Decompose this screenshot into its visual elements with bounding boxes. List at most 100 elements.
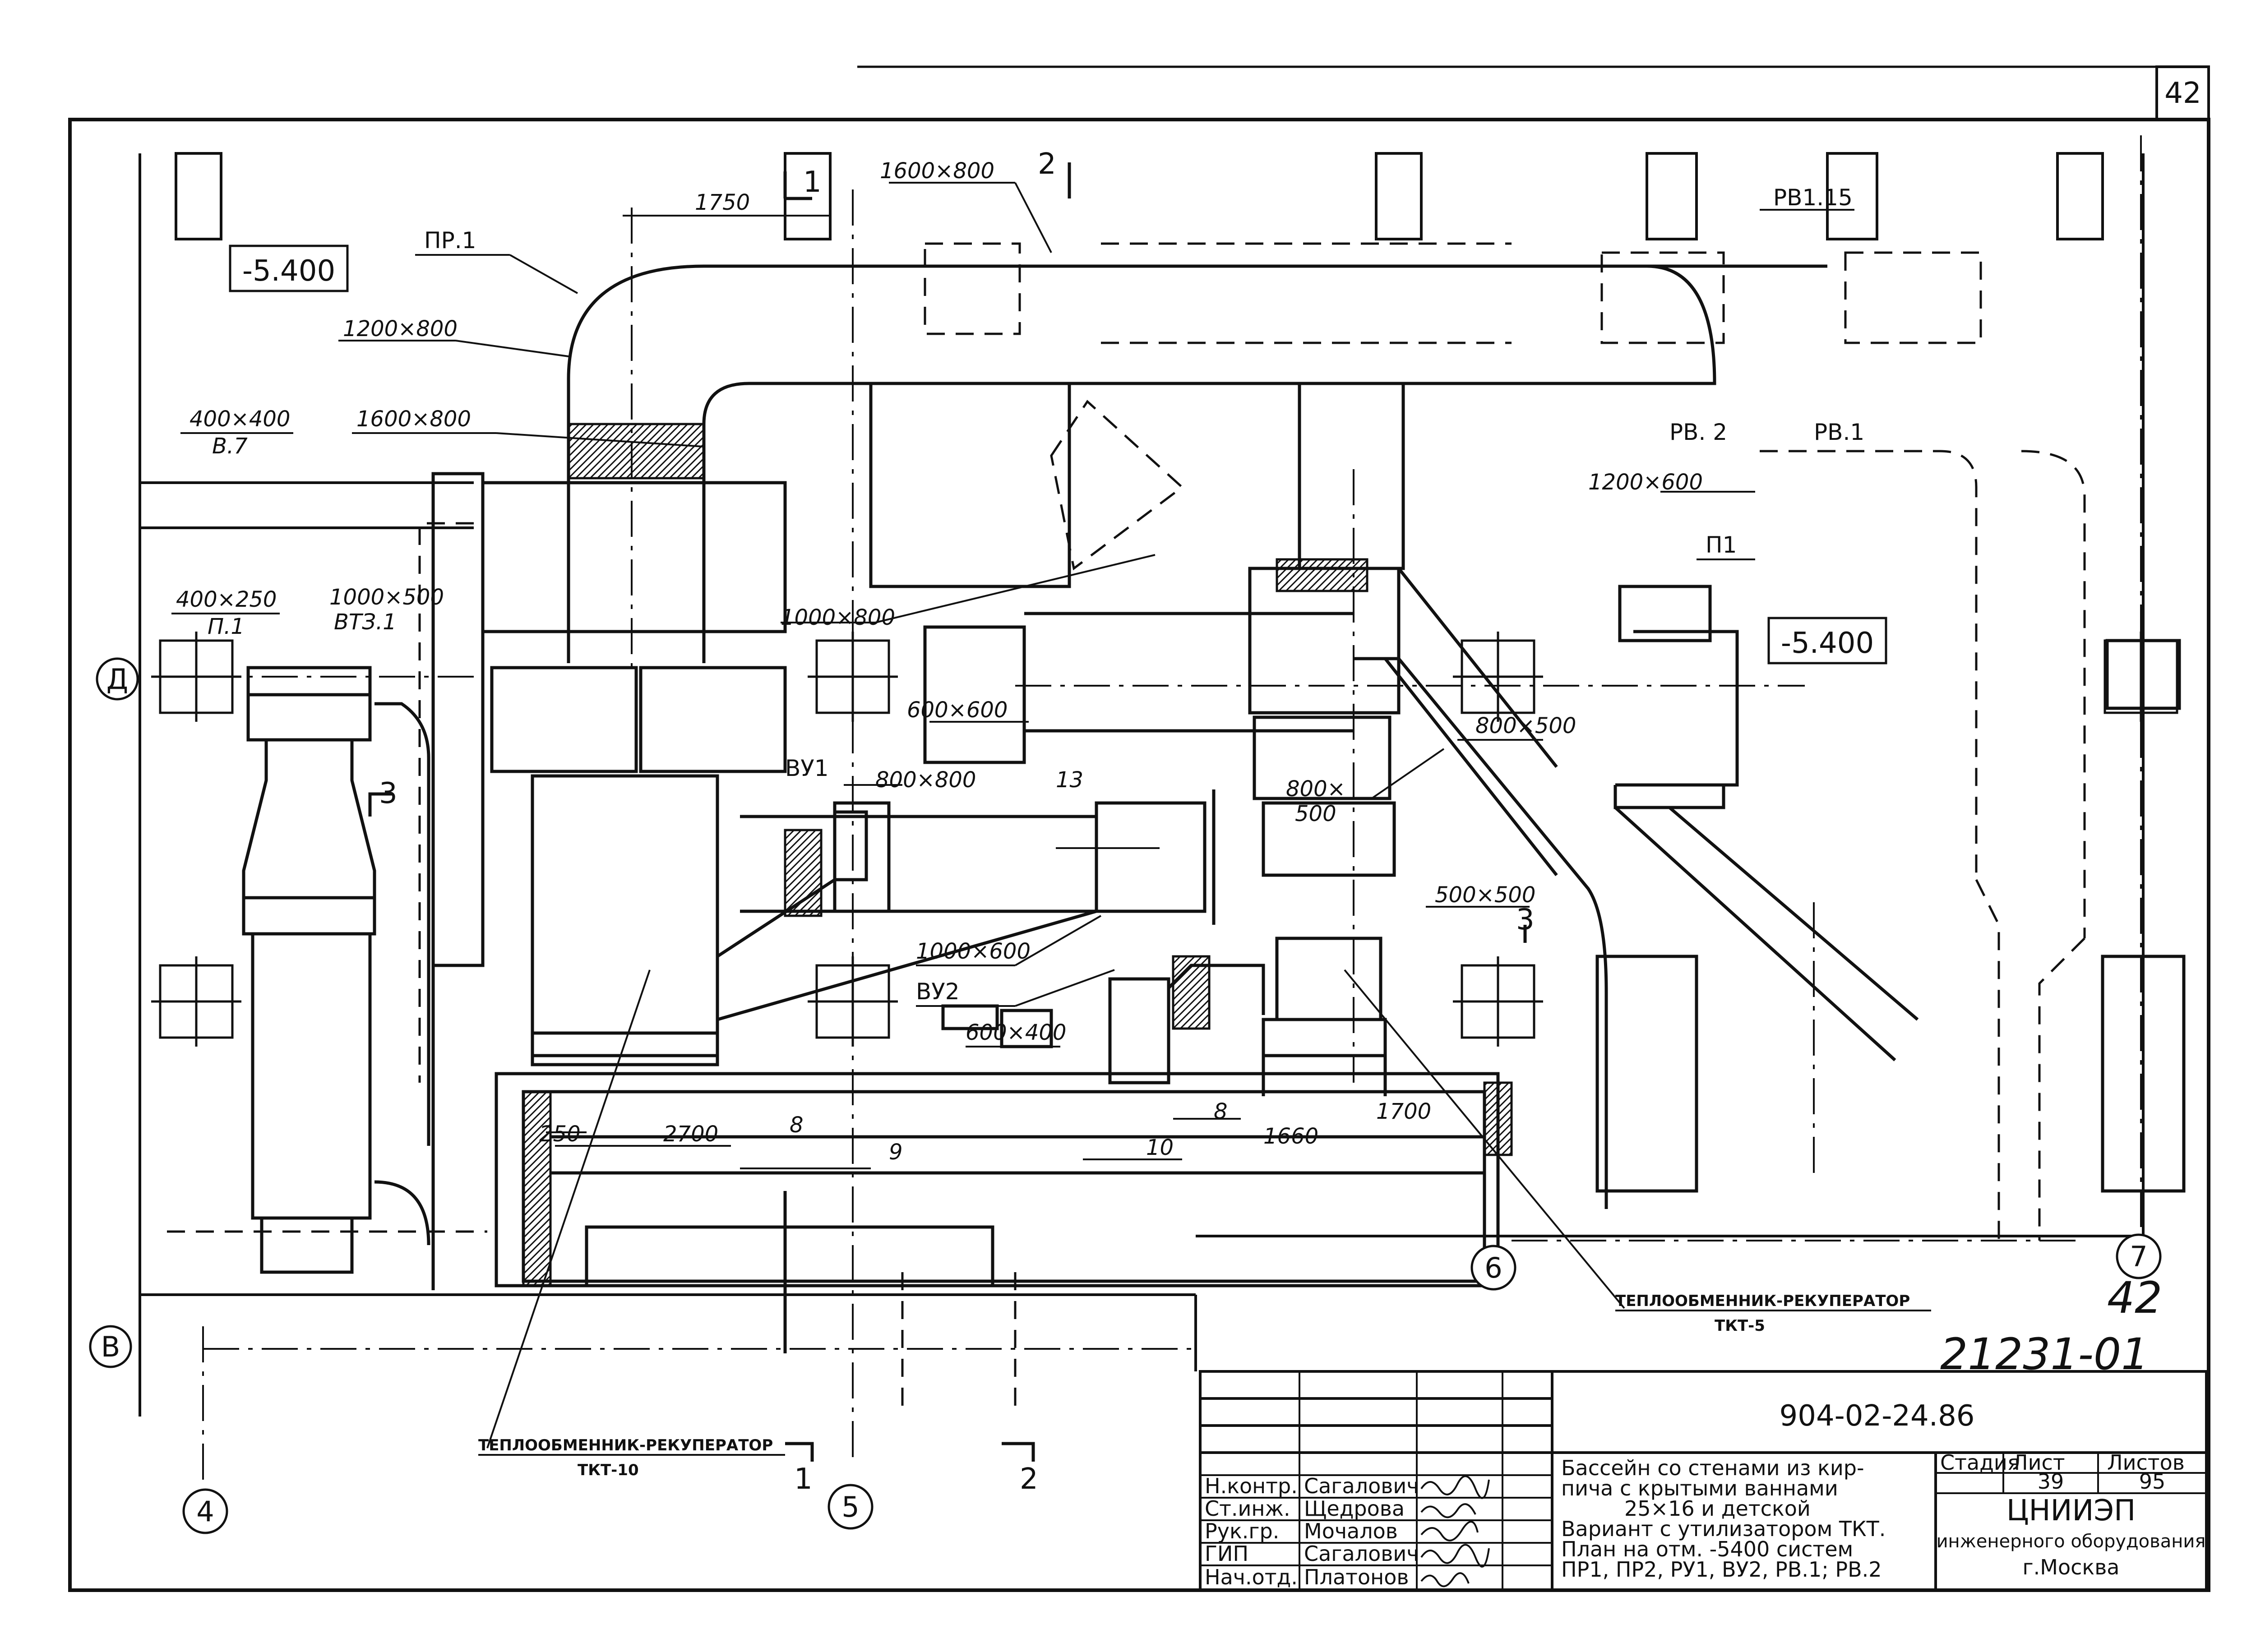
item-number-8b: 8 xyxy=(1214,1099,1228,1124)
org-name-2: инженерного оборудования xyxy=(1937,1531,2206,1552)
duct-size-800x500-right: 800×500 xyxy=(1475,713,1576,738)
dim-1750: 1750 xyxy=(695,190,750,215)
org-name-3: г.Москва xyxy=(2023,1555,2120,1579)
grid-axis-5: 5 xyxy=(841,1490,859,1523)
sheet-info: Стадия Лист Листов 39 95 ЦНИИЭП инженерн… xyxy=(1937,1450,2206,1579)
signatures xyxy=(1420,1475,1490,1587)
description-line-5: План на отм. -5400 систем xyxy=(1561,1537,1853,1561)
duct-size-400x400: 400×400 xyxy=(190,406,290,432)
dim-1700: 1700 xyxy=(1376,1099,1431,1124)
document-code: 904-02-24.86 xyxy=(1780,1399,1975,1433)
section-mark-2-top: 2 xyxy=(1038,148,1056,181)
leader-lines xyxy=(171,182,1854,1449)
system-label-rv2: РВ. 2 xyxy=(1669,419,1727,445)
hidden-ducts xyxy=(167,242,2086,1417)
duct-size-1600x800-mid: 1600×800 xyxy=(356,406,471,432)
duct-size-400x250: 400×250 xyxy=(176,587,277,612)
item-number-10: 10 xyxy=(1146,1135,1174,1160)
corner-number: 42 xyxy=(2164,77,2201,110)
grid-axis-6: 6 xyxy=(1484,1251,1502,1284)
stage-header: Стадия xyxy=(1940,1450,2020,1475)
system-label-v7: В.7 xyxy=(212,434,248,459)
system-label-rv1: РВ.1 xyxy=(1814,419,1864,445)
item-number-8a: 8 xyxy=(790,1112,804,1138)
flexible-connectors xyxy=(522,423,1513,1287)
dim-1660: 1660 xyxy=(1263,1124,1318,1149)
section-mark-3-right: 3 xyxy=(1516,903,1535,937)
duct-labels: 1750 1600×800 ПР.1 1200×800 400×400 В.7 … xyxy=(176,158,1864,1165)
note-tkt5-line1: ТЕПЛООБМЕННИК-РЕКУПЕРАТОР xyxy=(1615,1292,1910,1310)
duct-size-600x600: 600×600 xyxy=(907,697,1008,723)
description-line-6: ПР1, ПР2, РУ1, ВУ2, РВ.1; РВ.2 xyxy=(1561,1557,1882,1582)
duct-size-1000x500: 1000×500 xyxy=(329,585,444,610)
system-label-rv115: РВ1.15 xyxy=(1773,185,1853,211)
grid-axis-bubbles xyxy=(89,657,2162,1534)
duct-size-1600x800-top: 1600×800 xyxy=(880,158,994,184)
system-label-vt31: ВТЗ.1 xyxy=(334,609,397,635)
title-block-roles: Н.контр. Сагалович Ст.инж. Щедрова Рук.г… xyxy=(1205,1474,1419,1589)
note-tkt10-line2: ТКТ-10 xyxy=(578,1461,639,1479)
duct-size-1000x600: 1000×600 xyxy=(916,939,1031,964)
section-mark-2-bottom: 2 xyxy=(1020,1463,1038,1496)
building-walls xyxy=(139,152,2145,1417)
duct-size-800x500-mid-a: 800× xyxy=(1286,776,1345,802)
duct-size-1000x800: 1000×800 xyxy=(781,605,895,630)
duct-size-800x800: 800×800 xyxy=(875,767,976,793)
item-number-9: 9 xyxy=(889,1140,903,1165)
sheets-header: Листов xyxy=(2107,1450,2185,1475)
role-row-1: Н.контр. xyxy=(1205,1474,1298,1498)
name-row-2: Щедрова xyxy=(1304,1496,1405,1521)
elevation-left: -5.400 xyxy=(242,254,335,288)
center-lines xyxy=(202,135,2142,1484)
duct-size-600x400: 600×400 xyxy=(966,1020,1066,1045)
system-label-pr1: ПР.1 xyxy=(424,227,476,254)
structural-columns xyxy=(151,632,2178,1047)
dim-250: 250 xyxy=(539,1121,581,1147)
elevation-right: -5.400 xyxy=(1781,627,1874,660)
grid-axis-4: 4 xyxy=(196,1495,214,1528)
name-row-3: Мочалов xyxy=(1304,1519,1398,1543)
ductwork xyxy=(242,264,2186,1353)
sheet-value: 39 xyxy=(2038,1469,2064,1494)
grid-axis-v: В xyxy=(101,1330,120,1363)
handwritten-page-mark: 42 xyxy=(2107,1273,2162,1323)
system-label-vu1: ВУ1 xyxy=(785,755,829,781)
note-tkt5-line2: ТКТ-5 xyxy=(1715,1317,1765,1335)
description-line-4: Вариант с утилизатором ТКТ. xyxy=(1561,1517,1886,1541)
system-label-p1: П1 xyxy=(1706,532,1737,558)
dim-2700: 2700 xyxy=(663,1121,718,1147)
section-mark-3-left: 3 xyxy=(379,777,398,810)
description-line-3: 25×16 и детской xyxy=(1624,1496,1811,1521)
org-name-1: ЦНИИЭП xyxy=(2006,1494,2136,1527)
section-mark-1-bottom: 1 xyxy=(794,1463,813,1496)
section-mark-1-top: 1 xyxy=(803,166,822,199)
sheets-value: 95 xyxy=(2139,1469,2166,1494)
role-row-4: ГИП xyxy=(1205,1541,1248,1566)
duct-size-500x500: 500×500 xyxy=(1435,882,1535,908)
note-tkt10-line1: ТЕПЛООБМЕННИК-РЕКУПЕРАТОР xyxy=(478,1436,773,1454)
role-row-3: Рук.гр. xyxy=(1205,1519,1279,1543)
system-label-vu2: ВУ2 xyxy=(916,978,960,1005)
item-number-13: 13 xyxy=(1056,767,1083,793)
elevation-marks xyxy=(229,245,1887,664)
sheet-header: Лист xyxy=(2012,1450,2065,1475)
role-row-2: Ст.инж. xyxy=(1205,1496,1290,1521)
description-line-1: Бассейн со стенами из кир- xyxy=(1561,1456,1864,1480)
equipment-notes: ТЕПЛООБМЕННИК-РЕКУПЕРАТОР ТКТ-5 ТЕПЛООБМ… xyxy=(478,1292,1931,1479)
sheet-frame xyxy=(68,65,2210,1592)
system-label-p1-small: П.1 xyxy=(208,614,245,639)
duct-size-800x500-mid-b: 500 xyxy=(1295,801,1336,826)
description-line-2: пича с крытыми ваннами xyxy=(1561,1476,1838,1500)
grid-axis-d: Д xyxy=(106,663,128,696)
section-marks xyxy=(368,162,1527,1462)
role-row-5: Нач.отд. xyxy=(1205,1565,1298,1589)
duct-size-1200x800: 1200×800 xyxy=(343,316,458,341)
name-row-1: Сагалович xyxy=(1304,1474,1419,1498)
project-description: Бассейн со стенами из кир- пича с крытым… xyxy=(1561,1456,1886,1582)
grid-axis-7: 7 xyxy=(2130,1240,2147,1273)
duct-size-1200x600: 1200×600 xyxy=(1588,470,1703,495)
name-row-5: Платонов xyxy=(1304,1565,1409,1589)
name-row-4: Сагалович xyxy=(1304,1541,1419,1566)
title-block xyxy=(1199,1370,2208,1592)
